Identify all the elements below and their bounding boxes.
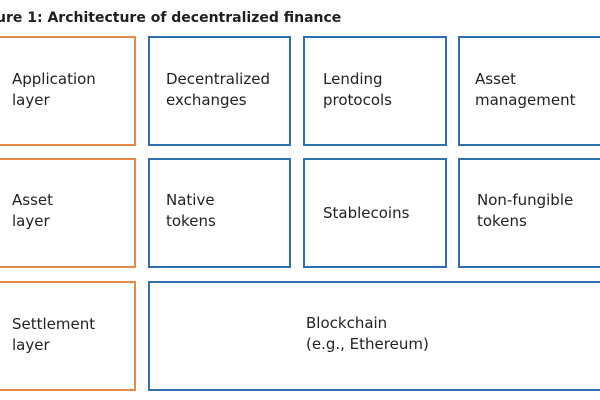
asset-layer-box: Asset layer bbox=[0, 158, 136, 268]
figure-title: gure 1: Architecture of decentralized fi… bbox=[0, 10, 342, 26]
decentralized-exchanges-box: Decentralized exchanges bbox=[148, 36, 291, 146]
component-label: Blockchain (e.g., Ethereum) bbox=[306, 314, 429, 353]
component-label: Non-fungible tokens bbox=[477, 191, 574, 230]
layer-label: Settlement layer bbox=[12, 315, 96, 354]
settlement-layer-box: Settlement layer bbox=[0, 281, 136, 391]
stablecoins-box: Stablecoins bbox=[303, 158, 447, 268]
non-fungible-tokens-box: Non-fungible tokens bbox=[458, 158, 600, 268]
native-tokens-box: Native tokens bbox=[148, 158, 291, 268]
component-label: Stablecoins bbox=[323, 204, 410, 222]
layer-label: Application layer bbox=[12, 70, 96, 109]
application-layer-box: Application layer bbox=[0, 36, 136, 146]
blockchain-box: Blockchain (e.g., Ethereum) bbox=[148, 281, 600, 391]
component-label: Lending protocols bbox=[323, 70, 393, 109]
component-label: Asset management bbox=[475, 70, 576, 109]
component-label: Decentralized exchanges bbox=[166, 70, 270, 109]
layer-label: Asset layer bbox=[12, 191, 54, 230]
component-label: Native tokens bbox=[166, 191, 216, 230]
lending-protocols-box: Lending protocols bbox=[303, 36, 447, 146]
asset-management-box: Asset management bbox=[458, 36, 600, 146]
